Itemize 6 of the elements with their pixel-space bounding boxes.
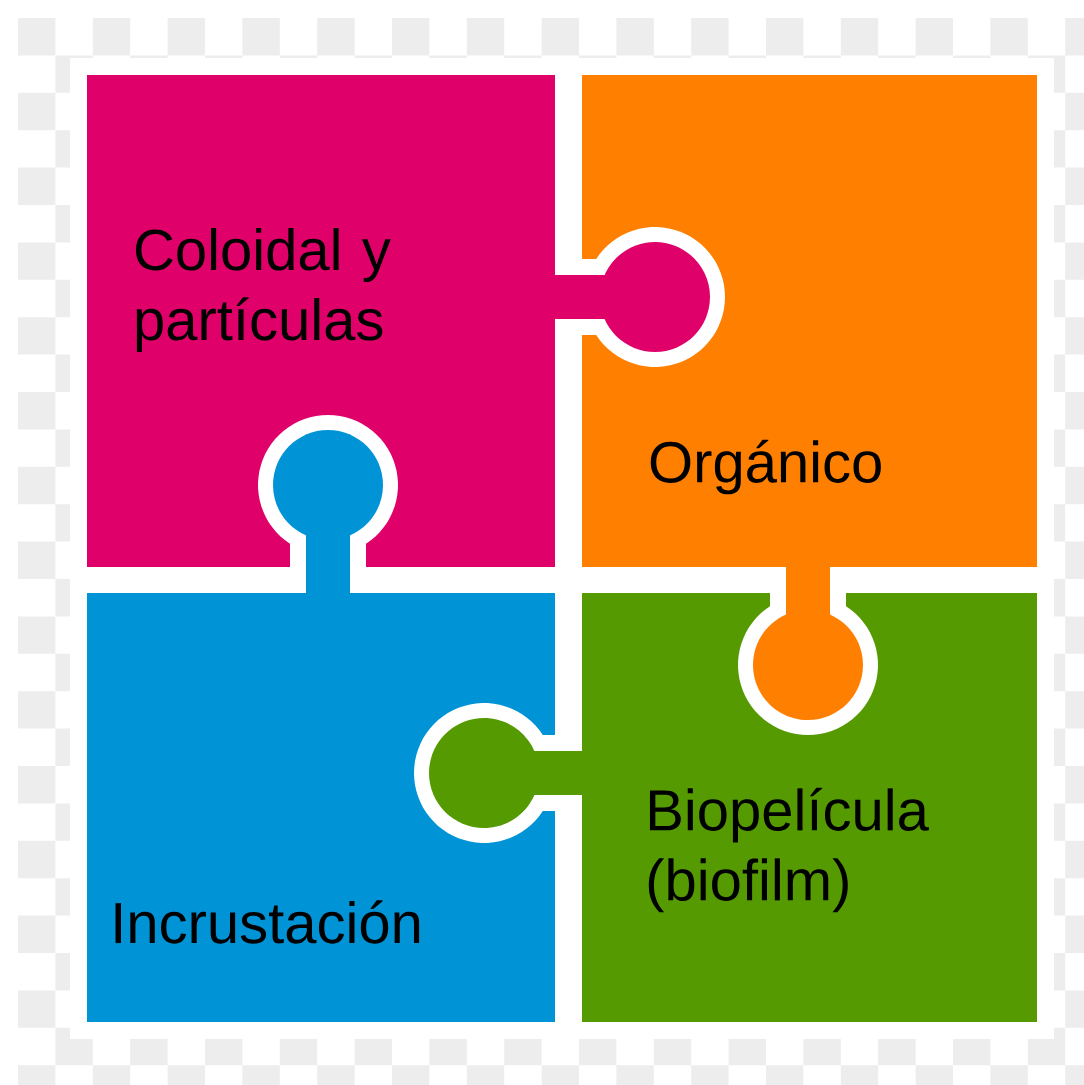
node-label: Biopelícula (biofilm) bbox=[648, 787, 929, 913]
puzzle-piece: Orgánico bbox=[582, 75, 1037, 720]
node-label: Incrustación bbox=[115, 900, 420, 944]
node-label: Coloidal y partículas bbox=[135, 227, 391, 353]
puzzle-piece: Incrustación bbox=[87, 430, 555, 1022]
puzzle-piece: Biopelícula (biofilm) bbox=[429, 593, 1037, 1022]
